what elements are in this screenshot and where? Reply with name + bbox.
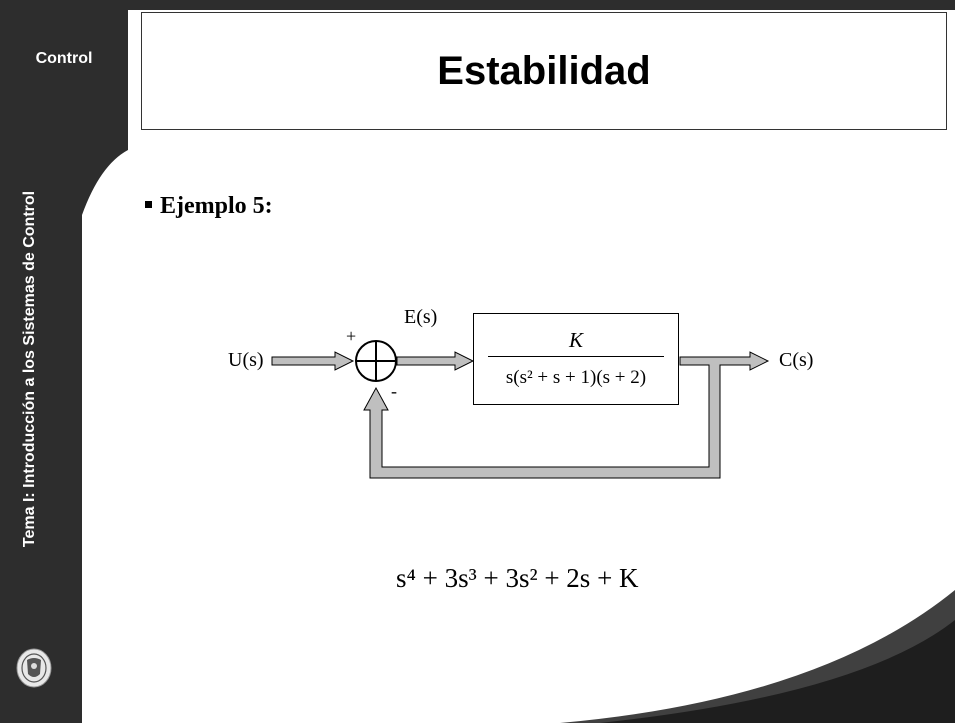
output-label: C(s) [779,349,814,371]
minus-sign: - [391,381,397,401]
characteristic-equation: s⁴ + 3s³ + 3s² + 2s + K [396,563,639,593]
input-arrow [271,351,355,371]
tf-denominator: s(s² + s + 1)(s + 2) [505,367,647,388]
university-seal-icon [16,648,52,688]
page-title: Estabilidad [437,48,651,93]
plus-sign: + [346,326,357,346]
fraction-bar [488,356,664,357]
transfer-function-block: K s(s² + s + 1)(s + 2) [473,313,679,405]
input-label: U(s) [228,349,264,371]
bullet-square-icon [145,200,152,208]
output-arrow [363,351,770,479]
bottom-right-swoosh-edge [600,620,955,723]
tf-numerator: K [568,328,583,352]
title-box: Estabilidad [141,12,947,130]
error-label: E(s) [404,306,438,328]
sidebar-course-label: Control [35,50,93,67]
example-bullet: Ejemplo 5: [145,193,273,220]
example-label: Ejemplo 5: [160,193,273,219]
error-arrow [396,351,475,371]
